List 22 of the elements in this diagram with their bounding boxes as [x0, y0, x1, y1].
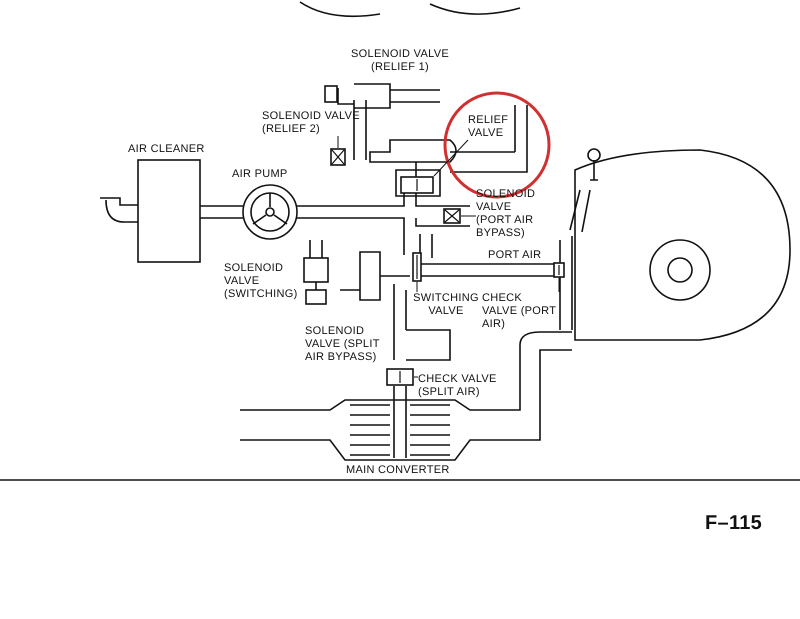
leader-line	[414, 376, 418, 378]
part-label: SOLENOID VALVE (SWITCHING)	[224, 262, 299, 301]
leader-line	[558, 278, 560, 292]
part-label: PORT AIR	[488, 249, 542, 262]
part-label: SOLENOID VALVE (SPLIT AIR BYPASS)	[305, 325, 381, 364]
check-valve-symbol	[386, 368, 414, 386]
leader-line	[416, 282, 418, 292]
part-label: SWITCHING VALVE	[413, 292, 479, 318]
part-label: CHECK VALVE (PORT AIR)	[482, 292, 560, 331]
part-label: AIR PUMP	[232, 168, 289, 181]
switching-valve-symbol	[412, 252, 422, 282]
part-label: CHECK VALVE (SPLIT AIR)	[418, 373, 528, 399]
part-label: MAIN CONVERTER	[346, 464, 451, 477]
part-label: RELIEF VALVE	[468, 114, 518, 140]
figure-number: F–115	[705, 512, 764, 534]
check-valve-symbol	[553, 262, 565, 278]
solenoid-valve-symbol	[330, 148, 346, 166]
leader-line	[434, 140, 468, 176]
part-label: SOLENOID VALVE (RELIEF 1)	[350, 48, 450, 74]
part-label: AIR CLEANER	[128, 143, 206, 156]
solenoid-valve-symbol	[443, 208, 461, 224]
relief-valve-symbol	[400, 176, 434, 194]
